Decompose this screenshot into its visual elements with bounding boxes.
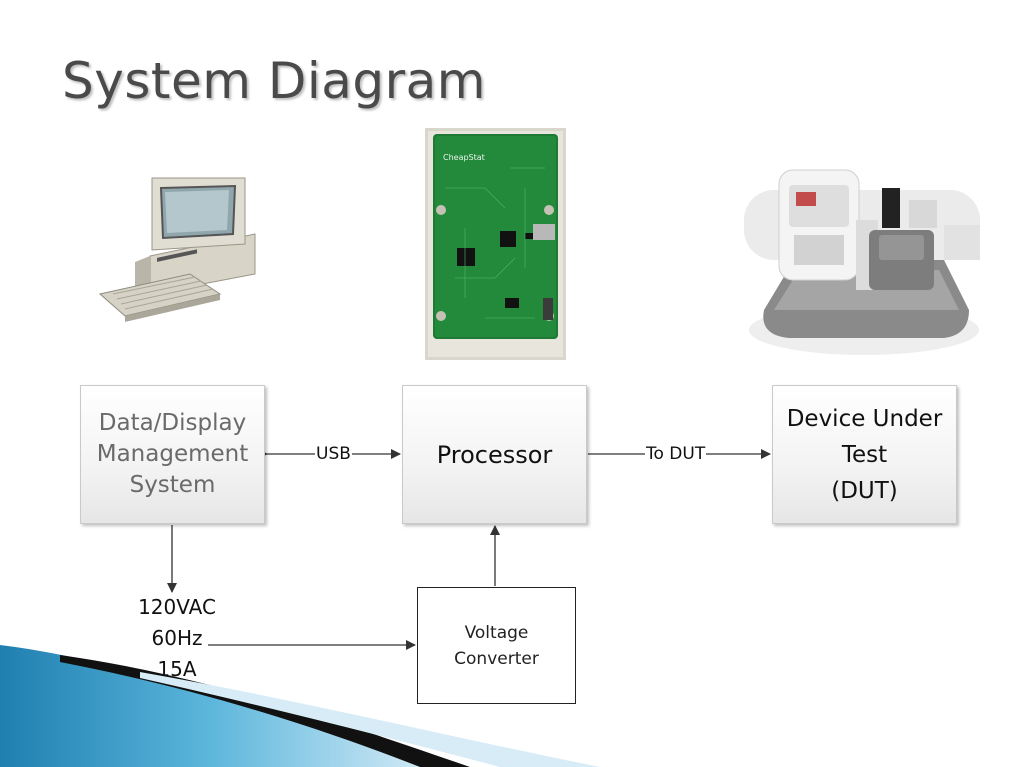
voltage-converter-label: Voltage Converter	[454, 622, 539, 669]
to-dut-edge-label: To DUT	[645, 444, 707, 464]
processor-box: Processor	[402, 385, 587, 524]
slide-title: System Diagram	[62, 52, 487, 110]
dut-box: Device Under Test (DUT)	[772, 385, 957, 524]
data-display-management-box: Data/Display Management System	[80, 385, 265, 524]
voltage-converter-box: Voltage Converter	[417, 587, 576, 704]
device-image	[744, 169, 980, 355]
power-source-label: 120VAC 60Hz 15A	[138, 595, 216, 681]
board-label: CheapStat	[443, 153, 485, 162]
circuit-board-image: CheapStat	[425, 128, 566, 360]
dut-label: Device Under Test (DUT)	[786, 405, 943, 504]
usb-edge-label: USB	[315, 444, 352, 464]
processor-label: Processor	[436, 440, 553, 469]
computer-image	[98, 177, 256, 322]
data-display-management-label: Data/Display Management System	[96, 410, 249, 498]
